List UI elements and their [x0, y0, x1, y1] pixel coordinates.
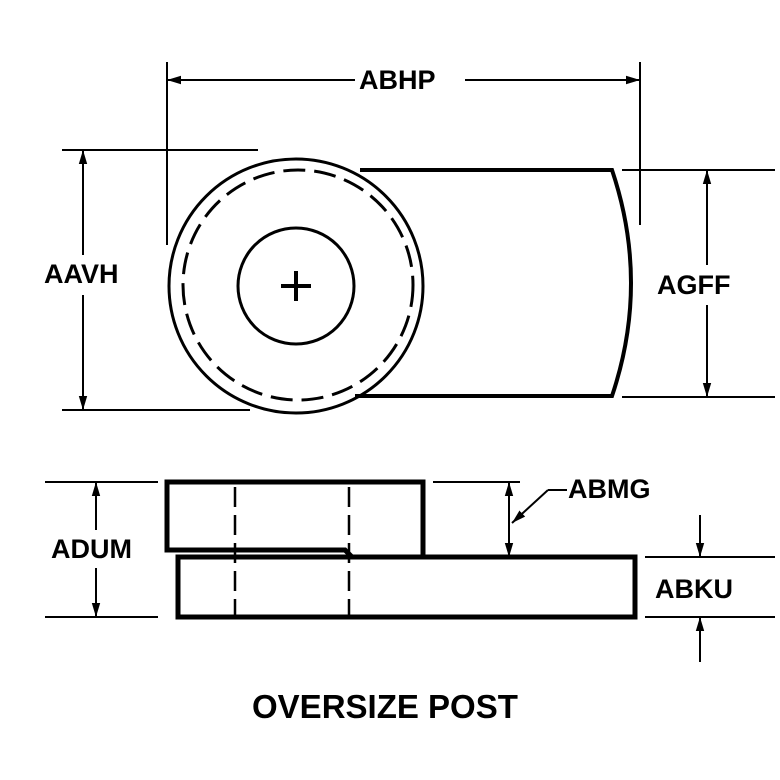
side-view [164, 479, 638, 620]
dim-label-abmg: ABMG [568, 474, 651, 504]
hidden-lines [233, 487, 351, 615]
dimension-lines [45, 62, 775, 662]
diagram-title: OVERSIZE POST [252, 688, 518, 725]
dim-label-agff: AGFF [657, 270, 731, 300]
dim-label-aavh: AAVH [44, 259, 119, 289]
top-view [167, 157, 633, 415]
dim-label-abku: ABKU [655, 574, 733, 604]
base-block [175, 554, 638, 620]
hidden-circle [181, 168, 415, 402]
center-mark [281, 271, 311, 301]
upper-block [164, 479, 426, 559]
body-outline [355, 168, 633, 398]
dim-label-abhp: ABHP [359, 65, 436, 95]
hole-circle [236, 226, 356, 346]
outer-circle [167, 157, 425, 415]
dim-label-adum: ADUM [51, 534, 132, 564]
